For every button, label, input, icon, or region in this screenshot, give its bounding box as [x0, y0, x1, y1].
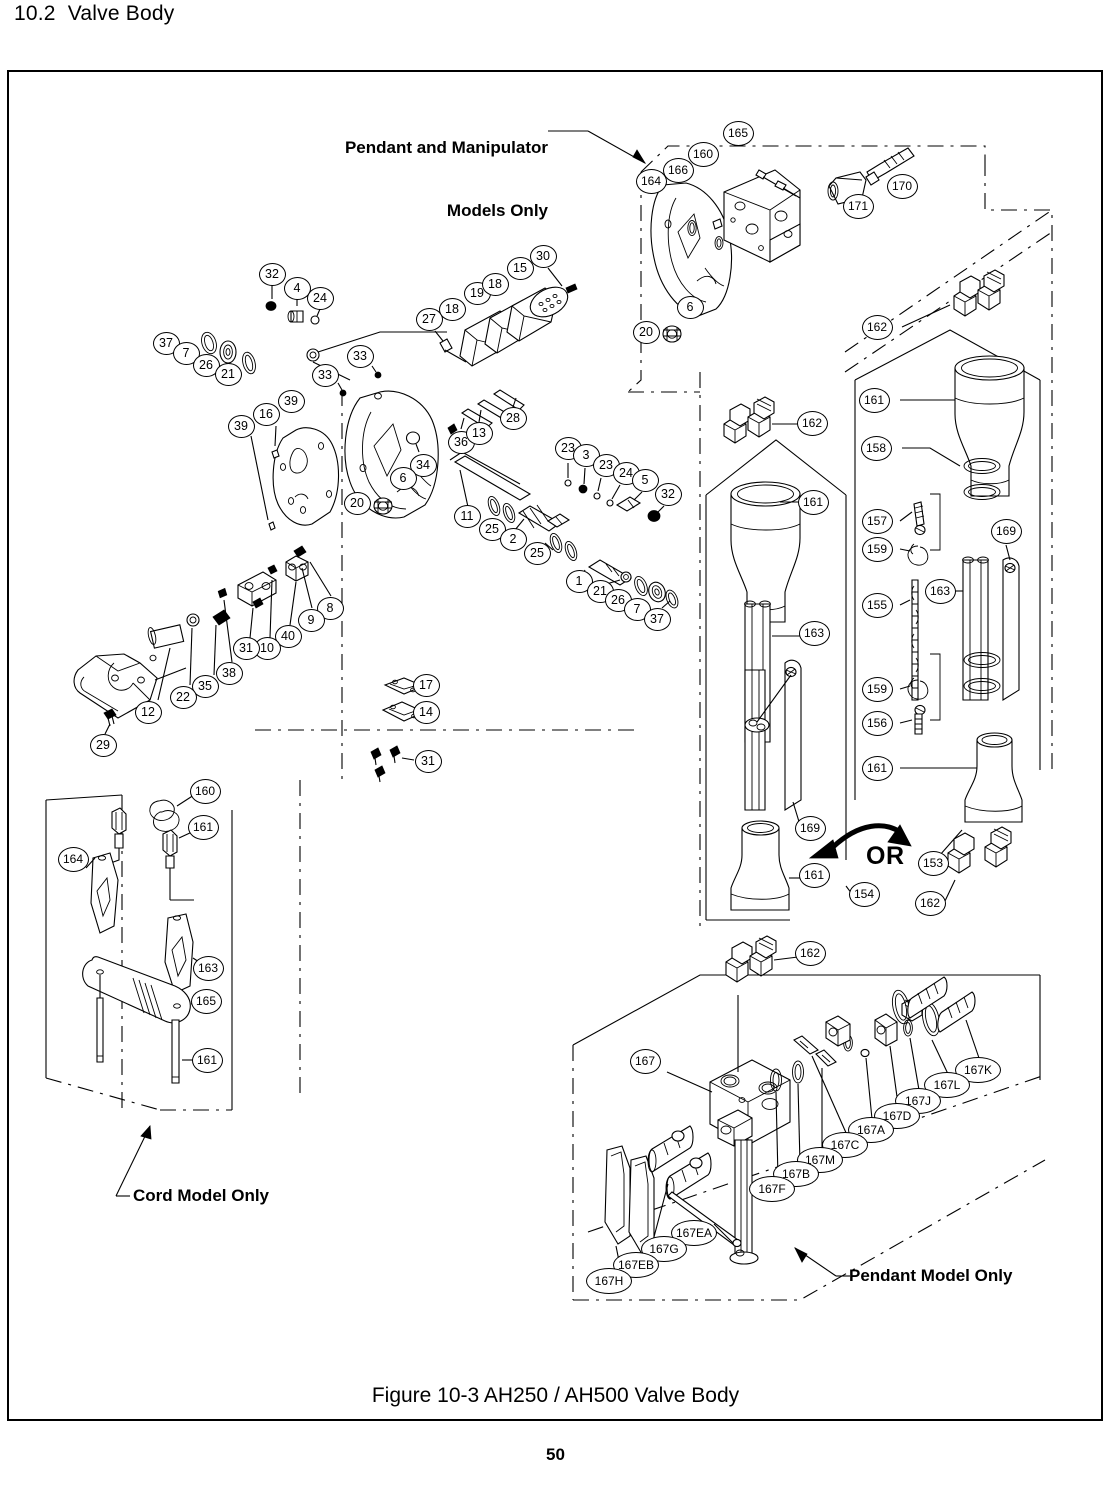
part-balloon-163: 163	[798, 620, 830, 646]
pendant-model-note: Pendant Model Only	[849, 1266, 1013, 1285]
part-balloon-1: 1	[565, 569, 593, 593]
part-balloon-17: 17	[412, 673, 440, 697]
part-balloon-165: 165	[722, 120, 754, 146]
part-balloon-160: 160	[189, 778, 221, 804]
part-balloon-156: 156	[861, 710, 893, 736]
pendant-manipulator-note-line2: Models Only	[446, 201, 548, 221]
part-balloon-170: 170	[886, 173, 918, 199]
part-balloon-7: 7	[172, 341, 200, 365]
part-balloon-27: 27	[415, 307, 443, 331]
part-balloon-8: 8	[316, 596, 344, 620]
part-balloon-9: 9	[297, 608, 325, 632]
part-balloon-167EA: 167EA	[671, 1220, 717, 1246]
part-balloon-163: 163	[924, 578, 956, 604]
part-balloon-34: 34	[409, 453, 437, 477]
part-balloon-6: 6	[389, 466, 417, 490]
part-balloon-11: 11	[453, 504, 481, 528]
part-balloon-165: 165	[190, 988, 222, 1014]
part-balloon-161: 161	[187, 814, 219, 840]
part-balloon-6: 6	[676, 295, 704, 319]
part-balloon-35: 35	[191, 674, 219, 698]
figure-frame	[7, 70, 1103, 1421]
part-balloon-162: 162	[914, 890, 946, 916]
part-balloon-159: 159	[861, 676, 893, 702]
part-balloon-167B: 167B	[773, 1161, 819, 1187]
cord-model-note: Cord Model Only	[133, 1186, 269, 1205]
part-balloon-161: 161	[191, 1047, 223, 1073]
part-balloon-37: 37	[643, 607, 671, 631]
part-balloon-167: 167	[629, 1048, 661, 1074]
part-balloon-171: 171	[842, 193, 874, 219]
part-balloon-12: 12	[134, 700, 162, 724]
part-balloon-164: 164	[57, 846, 89, 872]
part-balloon-155: 155	[861, 592, 893, 618]
part-balloon-14: 14	[412, 700, 440, 724]
figure-caption: Figure 10-3 AH250 / AH500 Valve Body	[371, 1384, 740, 1407]
part-balloon-160: 160	[687, 141, 719, 167]
part-balloon-161: 161	[798, 862, 830, 888]
part-balloon-40: 40	[274, 624, 302, 648]
part-balloon-153: 153	[917, 850, 949, 876]
part-balloon-154: 154	[848, 881, 880, 907]
part-balloon-38: 38	[215, 661, 243, 685]
part-balloon-31: 31	[414, 749, 442, 773]
part-balloon-158: 158	[860, 435, 892, 461]
part-balloon-164: 164	[635, 168, 667, 194]
part-balloon-22: 22	[169, 685, 197, 709]
pendant-manipulator-note-line1: Pendant and Manipulator	[344, 137, 548, 157]
part-balloon-167K: 167K	[955, 1057, 1001, 1083]
part-balloon-161: 161	[858, 387, 890, 413]
part-balloon-25: 25	[523, 541, 551, 565]
page-title: 10.2 Valve Body	[14, 2, 175, 25]
part-balloon-161: 161	[861, 755, 893, 781]
part-balloon-169: 169	[990, 518, 1022, 544]
part-balloon-161: 161	[797, 489, 829, 515]
part-balloon-2: 2	[499, 527, 527, 551]
part-balloon-20: 20	[343, 491, 371, 515]
page-number: 50	[546, 1445, 565, 1464]
part-balloon-15: 15	[506, 256, 534, 280]
part-balloon-33: 33	[346, 344, 374, 368]
part-balloon-4: 4	[283, 276, 311, 300]
part-balloon-20: 20	[632, 320, 660, 344]
part-balloon-162: 162	[796, 410, 828, 436]
part-balloon-18: 18	[438, 297, 466, 321]
part-balloon-167H: 167H	[586, 1268, 632, 1294]
part-balloon-10: 10	[253, 636, 281, 660]
part-balloon-162: 162	[794, 940, 826, 966]
part-balloon-162: 162	[861, 314, 893, 340]
part-balloon-31: 31	[232, 636, 260, 660]
part-balloon-166: 166	[662, 157, 694, 183]
part-balloon-167D: 167D	[874, 1103, 920, 1129]
part-balloon-169: 169	[794, 815, 826, 841]
part-balloon-39: 39	[277, 389, 305, 413]
part-balloon-32: 32	[258, 262, 286, 286]
pendant-manipulator-note: Pendant and Manipulator Models Only	[330, 94, 548, 264]
part-balloon-167F: 167F	[749, 1176, 795, 1202]
part-balloon-157: 157	[861, 508, 893, 534]
part-balloon-18: 18	[481, 272, 509, 296]
part-balloon-30: 30	[529, 244, 557, 268]
part-balloon-28: 28	[499, 406, 527, 430]
part-balloon-33: 33	[311, 363, 339, 387]
part-balloon-13: 13	[465, 421, 493, 445]
part-balloon-16: 16	[252, 402, 280, 426]
part-balloon-29: 29	[89, 733, 117, 757]
part-balloon-32: 32	[654, 482, 682, 506]
or-label: OR	[866, 842, 905, 870]
part-balloon-5: 5	[631, 468, 659, 492]
part-balloon-159: 159	[861, 536, 893, 562]
part-balloon-24: 24	[306, 286, 334, 310]
part-balloon-163: 163	[192, 955, 224, 981]
part-balloon-25: 25	[478, 517, 506, 541]
part-balloon-39: 39	[227, 414, 255, 438]
part-balloon-21: 21	[214, 362, 242, 386]
